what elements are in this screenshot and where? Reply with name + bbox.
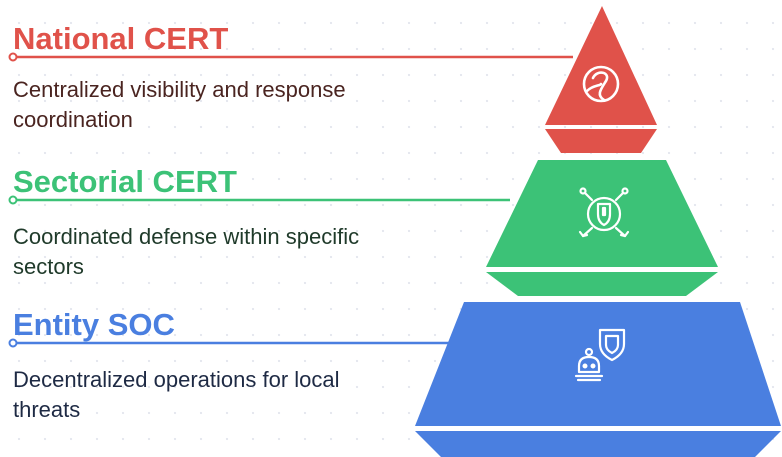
network-shield-icon	[578, 187, 630, 238]
tier-title-entity: Entity SOC	[13, 307, 175, 342]
swirl-icon	[582, 65, 620, 103]
bot-shield-icon	[574, 328, 626, 382]
tier-description-sectorial: Coordinated defense within specific sect…	[13, 224, 360, 279]
pyramid-tier-entity	[8, 302, 781, 457]
tier-national-base	[545, 129, 657, 153]
connector-dot-sectorial	[8, 195, 18, 205]
pyramid-tier-sectorial	[8, 160, 718, 296]
pyramid-tier-national	[8, 6, 657, 153]
tier-description-entity: Decentralized operations for local threa…	[13, 367, 340, 422]
connector-dot-national	[8, 52, 18, 62]
tier-sectorial-base	[486, 272, 718, 296]
tier-description-national: Centralized visibility and response coor…	[13, 77, 346, 132]
tier-title-national: National CERT	[13, 21, 229, 56]
tier-national-face	[545, 6, 657, 125]
tier-title-sectorial: Sectorial CERT	[13, 164, 237, 199]
connector-dot-entity	[8, 338, 18, 348]
tier-entity-base	[415, 431, 781, 457]
